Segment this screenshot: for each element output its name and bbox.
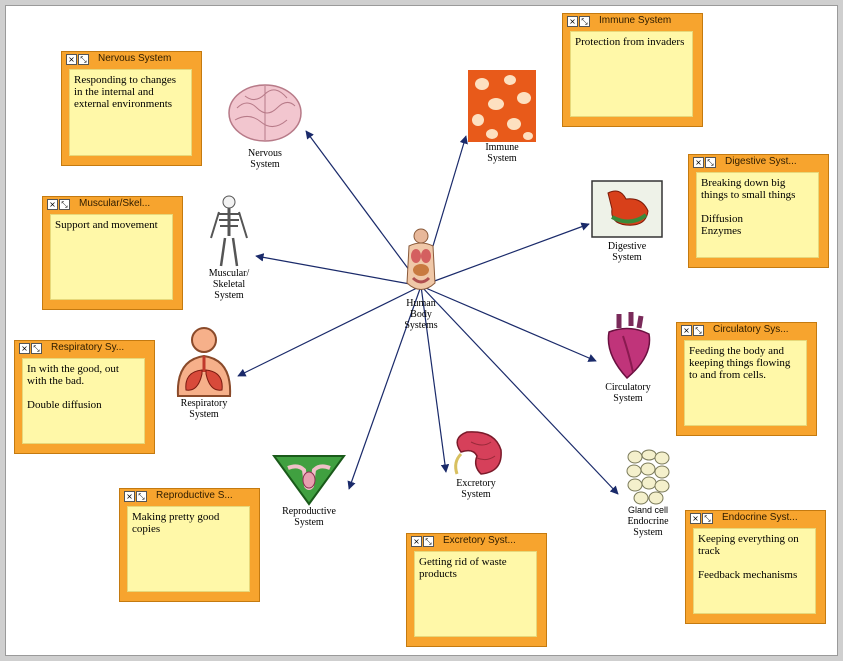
expand-icon[interactable]: ⤡ — [423, 536, 434, 547]
note-body[interactable]: Getting rid of waste products — [414, 551, 537, 637]
node-label: Reproductive System — [282, 506, 336, 528]
note-title: Muscular/Skel... — [79, 198, 151, 209]
note-body[interactable]: Support and movement — [50, 214, 173, 300]
node-label: Endocrine System — [627, 516, 669, 538]
note-body[interactable]: Making pretty good copies — [127, 506, 250, 592]
close-icon[interactable]: × — [66, 54, 77, 65]
torso-organs-icon — [406, 228, 436, 290]
note-excretory[interactable]: × ⤡ Excretory Syst... Getting rid of was… — [406, 533, 547, 647]
node-label: Circulatory System — [605, 382, 651, 404]
connector-arrow-excretory — [420, 285, 450, 473]
note-titlebar[interactable]: × ⤡ Endocrine Syst... — [686, 511, 825, 526]
expand-icon[interactable]: ⤡ — [579, 16, 590, 27]
note-titlebar[interactable]: × ⤡ Nervous System — [62, 52, 201, 67]
gland-cell-icon — [626, 449, 670, 505]
node-label: Nervous System — [248, 148, 282, 170]
node-reproductive[interactable]: Reproductive System — [268, 454, 350, 528]
note-title: Endocrine Syst... — [722, 512, 798, 523]
note-titlebar[interactable]: × ⤡ Muscular/Skel... — [43, 197, 182, 212]
node-label: Respiratory System — [180, 398, 228, 420]
close-icon[interactable]: × — [690, 513, 701, 524]
note-titlebar[interactable]: × ⤡ Reproductive S... — [120, 489, 259, 504]
note-titlebar[interactable]: × ⤡ Excretory Syst... — [407, 534, 546, 549]
close-icon[interactable]: × — [693, 157, 704, 168]
note-title: Nervous System — [98, 53, 172, 64]
connector-arrow-circulatory — [420, 285, 597, 362]
note-title: Digestive Syst... — [725, 156, 797, 167]
node-digestive[interactable]: Digestive System — [585, 179, 669, 263]
skeleton-icon — [210, 195, 248, 267]
connector-arrow-digestive — [420, 222, 590, 287]
connector-arrow-endocrine — [420, 285, 619, 495]
node-immune[interactable]: Immune System — [461, 70, 543, 164]
expand-icon[interactable]: ⤡ — [59, 199, 70, 210]
close-icon[interactable]: × — [124, 491, 135, 502]
note-titlebar[interactable]: × ⤡ Circulatory Sys... — [677, 323, 816, 338]
close-icon[interactable]: × — [567, 16, 578, 27]
note-body[interactable]: In with the good, out with the bad. Doub… — [22, 358, 145, 444]
note-titlebar[interactable]: × ⤡ Immune System — [563, 14, 702, 29]
note-title: Reproductive S... — [156, 490, 233, 501]
note-reproductive[interactable]: × ⤡ Reproductive S... Making pretty good… — [119, 488, 260, 602]
node-endocrine[interactable]: Gland cell Endocrine System — [616, 449, 680, 538]
connector-arrow-respiratory — [237, 285, 422, 377]
kidney-icon — [454, 431, 502, 475]
expand-icon[interactable]: ⤡ — [31, 343, 42, 354]
node-nervous[interactable]: Nervous System — [220, 78, 310, 170]
connector-arrow-reproductive — [347, 285, 422, 490]
heart-icon — [607, 312, 651, 380]
note-title: Circulatory Sys... — [713, 324, 789, 335]
note-title: Immune System — [599, 15, 672, 26]
note-titlebar[interactable]: × ⤡ Respiratory Sy... — [15, 341, 154, 356]
note-digestive[interactable]: × ⤡ Digestive Syst... Breaking down big … — [688, 154, 829, 268]
node-skeletal[interactable]: Muscular/ Skeletal System — [199, 194, 259, 301]
close-icon[interactable]: × — [19, 343, 30, 354]
brain-icon — [228, 84, 302, 142]
note-body[interactable]: Feeding the body and keeping things flow… — [684, 340, 807, 426]
expand-icon[interactable]: ⤡ — [705, 157, 716, 168]
connector-arrow-nervous — [305, 130, 422, 287]
close-icon[interactable]: × — [681, 325, 692, 336]
center-node[interactable]: Human Body Systems — [386, 228, 456, 331]
stomach-icon — [591, 180, 663, 238]
expand-icon[interactable]: ⤡ — [702, 513, 713, 524]
gland-cell-caption: Gland cell — [627, 505, 669, 515]
note-respiratory[interactable]: × ⤡ Respiratory Sy... In with the good, … — [14, 340, 155, 454]
note-circulatory[interactable]: × ⤡ Circulatory Sys... Feeding the body … — [676, 322, 817, 436]
note-title: Respiratory Sy... — [51, 342, 125, 353]
note-titlebar[interactable]: × ⤡ Digestive Syst... — [689, 155, 828, 170]
concept-map-canvas: Human Body Systems Nervous System Immune… — [5, 5, 838, 656]
note-body[interactable]: Breaking down big things to small things… — [696, 172, 819, 258]
node-label: Excretory System — [456, 478, 496, 500]
note-body[interactable]: Protection from invaders — [570, 31, 693, 117]
node-label: Muscular/ Skeletal System — [208, 268, 250, 301]
note-title: Excretory Syst... — [443, 535, 516, 546]
close-icon[interactable]: × — [411, 536, 422, 547]
note-body[interactable]: Keeping everything on track Feedback mec… — [693, 528, 816, 614]
expand-icon[interactable]: ⤡ — [693, 325, 704, 336]
uterus-icon — [272, 455, 346, 506]
note-nervous[interactable]: × ⤡ Nervous System Responding to changes… — [61, 51, 202, 166]
center-label: Human Body Systems — [404, 298, 438, 331]
connector-arrow-skeletal — [255, 253, 422, 287]
expand-icon[interactable]: ⤡ — [136, 491, 147, 502]
node-excretory[interactable]: Excretory System — [438, 428, 514, 500]
close-icon[interactable]: × — [47, 199, 58, 210]
node-label: Digestive System — [607, 241, 647, 263]
blood-cells-icon — [468, 70, 536, 142]
lungs-icon — [176, 327, 232, 397]
note-endocrine[interactable]: × ⤡ Endocrine Syst... Keeping everything… — [685, 510, 826, 624]
note-body[interactable]: Responding to changes in the internal an… — [69, 69, 192, 156]
node-label: Immune System — [485, 142, 519, 164]
note-immune[interactable]: × ⤡ Immune System Protection from invade… — [562, 13, 703, 127]
note-skeletal[interactable]: × ⤡ Muscular/Skel... Support and movemen… — [42, 196, 183, 310]
expand-icon[interactable]: ⤡ — [78, 54, 89, 65]
node-respiratory[interactable]: Respiratory System — [166, 326, 242, 420]
node-circulatory[interactable]: Circulatory System — [591, 310, 665, 404]
